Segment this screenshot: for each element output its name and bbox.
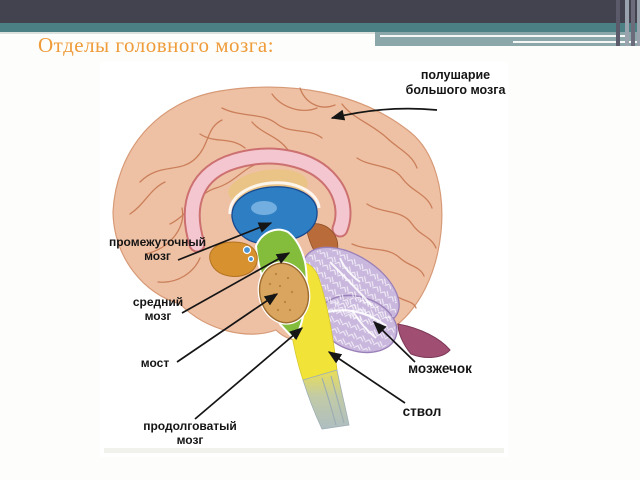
corpus-callosum-region — [185, 149, 350, 251]
arrow-diencephalon — [177, 222, 273, 261]
decor-stripe-2 — [625, 0, 629, 46]
fornix-drop-1 — [242, 245, 252, 255]
arrow-medulla — [194, 327, 304, 420]
arrow-hemisphere — [330, 107, 438, 121]
arrow-brainstem — [327, 351, 406, 404]
label-diencephalon: промежуточный мозг — [108, 235, 207, 264]
thalamus-highlight — [251, 201, 277, 215]
decor-stripe-4 — [637, 0, 640, 46]
label-pons: мост — [140, 356, 170, 370]
decor-stripe-3 — [631, 0, 635, 46]
decor-stripe-1 — [616, 0, 620, 46]
teal-accent-bar — [0, 23, 640, 32]
accent-line-1 — [380, 35, 627, 37]
label-midbrain: средний мозг — [132, 295, 184, 324]
cerebellum-region — [302, 246, 400, 354]
arrow-cerebellum — [373, 321, 416, 363]
occipital-fold — [397, 323, 451, 358]
label-cerebellum: мозжечок — [408, 361, 472, 376]
slide-title: Отделы головного мозга: — [38, 33, 275, 57]
pons-region — [258, 262, 310, 324]
photo-edge — [104, 448, 504, 453]
top-bar — [0, 0, 640, 23]
accent-line-2 — [513, 41, 640, 43]
fornix-drop-2 — [247, 255, 255, 263]
brain-illustration — [104, 86, 504, 453]
pointer-arrows — [176, 107, 438, 420]
brain-diagram: полушарие большого мозга промежуточный м… — [100, 62, 508, 457]
arrow-pons — [176, 293, 279, 363]
label-brainstem: ствол — [402, 404, 442, 419]
spinal-cord-lines — [321, 375, 345, 426]
gyri-lines — [129, 87, 437, 326]
arrow-midbrain — [181, 252, 291, 314]
divider-line — [0, 32, 640, 34]
label-hemisphere: полушарие большого мозга — [405, 68, 506, 97]
label-medulla: продолговатый мозг — [143, 419, 237, 448]
spinal-cord-region — [302, 369, 350, 430]
